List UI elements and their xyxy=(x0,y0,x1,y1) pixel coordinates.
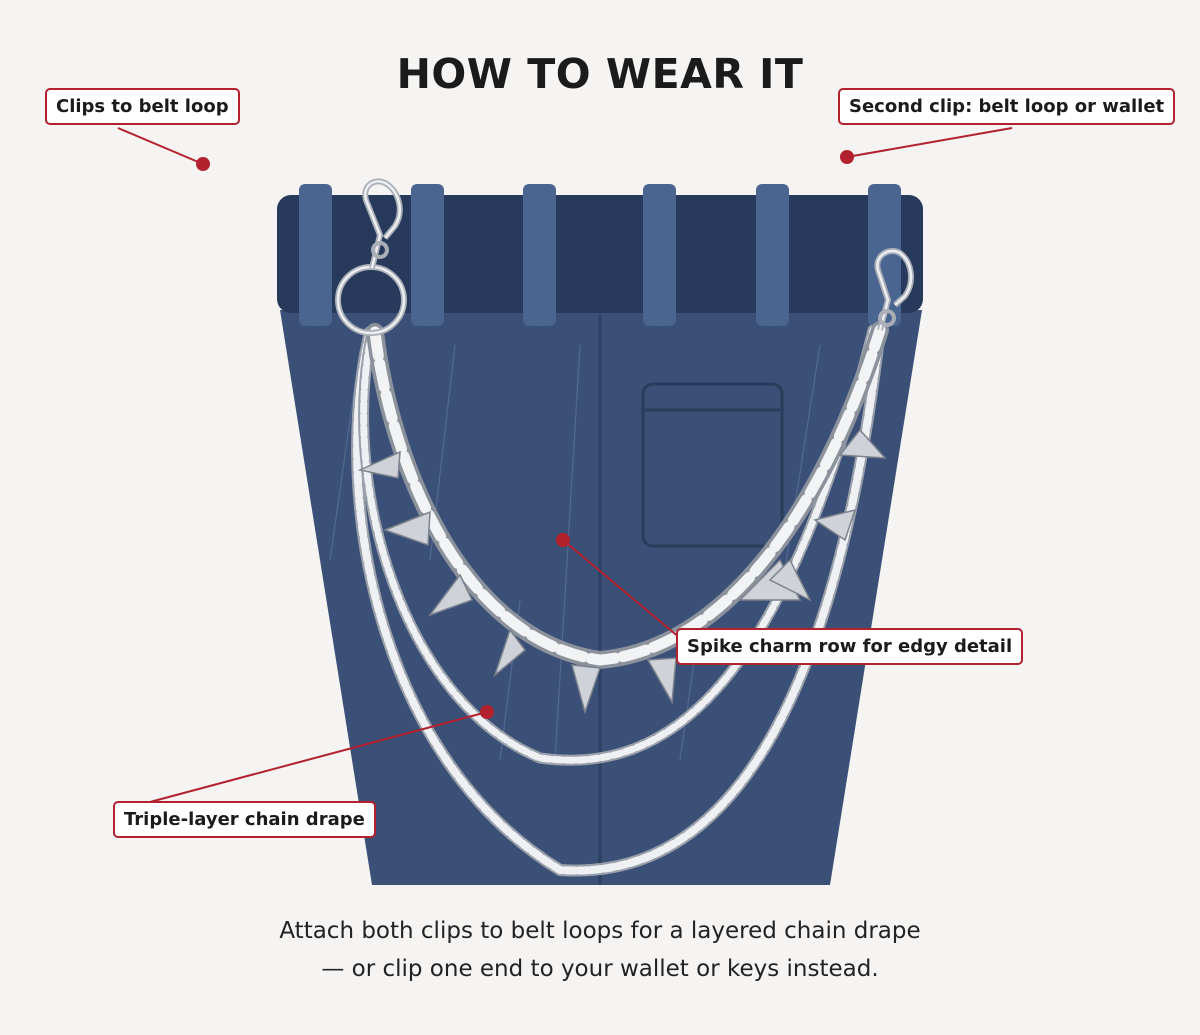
caption-line-2: — or clip one end to your wallet or keys… xyxy=(321,956,879,982)
spike-row-dot xyxy=(556,533,570,547)
second-clip-dot xyxy=(840,150,854,164)
pocket xyxy=(641,382,784,548)
caption-line-1: Attach both clips to belt loops for a la… xyxy=(279,918,921,944)
callout-second-clip: Second clip: belt loop or wallet xyxy=(838,88,1176,125)
callout-spike-row: Spike charm row for edgy detail xyxy=(676,628,1024,665)
spike-charms xyxy=(357,428,887,715)
left-clip xyxy=(335,178,407,336)
triple-layer-dot xyxy=(480,705,494,719)
caption: Attach both clips to belt loops for a la… xyxy=(0,912,1200,988)
belt-loop-dot xyxy=(196,157,210,171)
belt-loops xyxy=(299,184,901,326)
callout-dots xyxy=(196,150,854,719)
callout-triple-layer: Triple-layer chain drape xyxy=(113,801,376,838)
right-clip xyxy=(874,248,914,331)
page-title: HOW TO WEAR IT xyxy=(396,50,804,98)
callout-leaders xyxy=(117,127,1013,803)
callout-belt-loop: Clips to belt loop xyxy=(45,88,240,125)
